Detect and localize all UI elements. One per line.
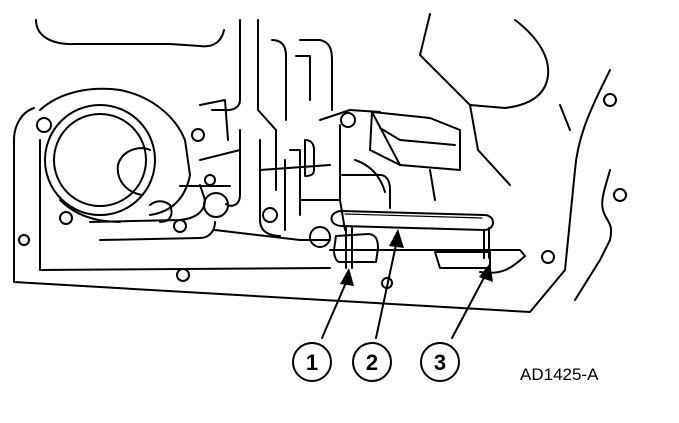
bolt-hole: [613, 188, 627, 202]
bolt-hole: [59, 211, 73, 225]
leader-line-2: [375, 239, 398, 339]
bolt-hole: [173, 219, 187, 233]
retaining-clip: [330, 210, 494, 269]
bolt-hole: [541, 250, 555, 264]
callout-2: 2: [352, 342, 392, 382]
callout-1-label: 1: [306, 350, 318, 375]
callout-1: 1: [292, 342, 332, 382]
bore-housing: [39, 87, 191, 223]
bolt-hole: [204, 174, 216, 186]
bolt-hole: [36, 117, 52, 133]
callout-2-label: 2: [366, 350, 378, 375]
figure-id: AD1425-A: [520, 365, 599, 384]
callout-3-label: 3: [434, 350, 446, 375]
leader-arrow-2: [389, 229, 404, 248]
leader-line-3: [451, 271, 488, 339]
leader-arrow-1: [340, 268, 354, 286]
bolt-hole: [18, 234, 30, 246]
bolt-holes: [18, 93, 627, 289]
leader-lines: [321, 229, 493, 339]
bolt-hole: [340, 112, 356, 128]
valve-body-casting: [13, 13, 613, 313]
leader-arrow-3: [479, 263, 493, 282]
bolt-hole: [603, 93, 617, 107]
leader-line-1: [321, 277, 349, 339]
bolt-hole: [309, 226, 331, 248]
raised-block: [369, 111, 461, 201]
bolt-hole: [262, 207, 278, 223]
bolt-hole: [203, 192, 229, 218]
bolt-hole: [176, 268, 190, 282]
callout-3: 3: [420, 342, 460, 382]
bolt-hole: [191, 128, 205, 142]
